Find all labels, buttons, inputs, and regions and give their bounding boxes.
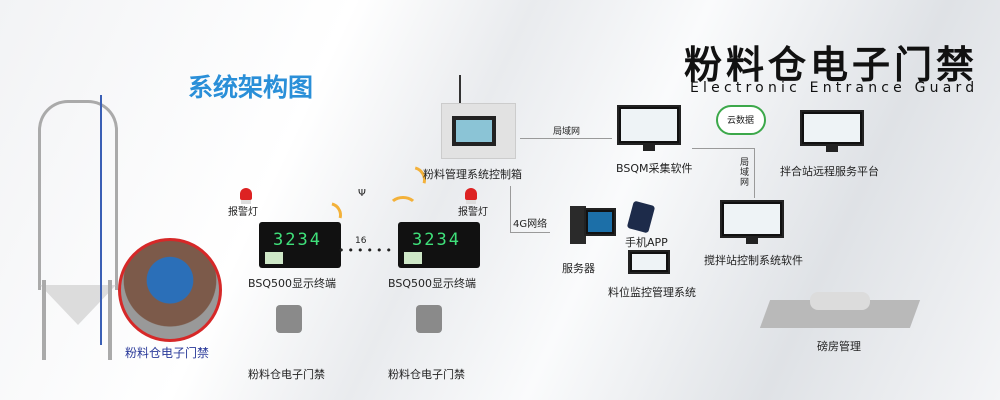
4g-link-label: 4G网络	[513, 219, 548, 230]
weighbridge-label: 磅房管理	[817, 340, 861, 353]
cloud-icon	[716, 105, 766, 135]
bsqm-monitor	[617, 105, 681, 151]
control-box-label: 粉料管理系统控制箱	[423, 168, 522, 181]
section-title: 系统架构图	[188, 73, 314, 102]
wireless-signal-icon	[388, 196, 418, 220]
alarm-light-icon	[240, 188, 252, 204]
alarm-label-1: 报警灯	[228, 207, 258, 218]
ellipsis-dots: ••••••	[338, 244, 395, 257]
antenna-icon: Ψ	[358, 188, 366, 199]
lan-vertical-label: 局域网	[740, 158, 750, 188]
display-terminal-1: 3234	[259, 222, 341, 268]
terminal-digits: 3234	[273, 230, 322, 250]
remote-platform-monitor	[800, 110, 864, 152]
terminal-count: 16	[355, 236, 367, 246]
gate-2-label: 粉料仓电子门禁	[388, 368, 465, 381]
silo-gate-label: 粉料仓电子门禁	[125, 346, 210, 360]
bsqm-label: BSQM采集软件	[616, 162, 693, 175]
page-title: 粉料仓电子门禁	[684, 43, 979, 87]
server-label: 服务器	[562, 262, 595, 275]
page-subtitle: Electronic Entrance Guard	[690, 80, 979, 96]
level-monitor-label: 料位监控管理系统	[608, 286, 696, 299]
level-monitor	[628, 250, 670, 274]
lan-link-label: 局域网	[553, 127, 581, 137]
display-terminal-2: 3234	[398, 222, 480, 268]
antenna-icon	[459, 75, 461, 103]
alarm-label-2: 报警灯	[458, 207, 488, 218]
mixing-control-label: 搅拌站控制系统软件	[704, 254, 803, 267]
cloud-label: 云数据	[727, 116, 755, 126]
gate-lock-device-1	[276, 305, 302, 333]
terminal-digits: 3234	[412, 230, 461, 250]
server-icon	[570, 206, 586, 244]
gate-1-label: 粉料仓电子门禁	[248, 368, 325, 381]
terminal-1-label: BSQ500显示终端	[248, 277, 336, 290]
remote-platform-label: 拌合站远程服务平台	[780, 165, 879, 178]
mobile-phone-icon	[626, 200, 656, 234]
mobile-app-label: 手机APP	[625, 236, 668, 249]
server-monitor-icon	[584, 208, 616, 236]
terminal-2-label: BSQ500显示终端	[388, 277, 476, 290]
gate-lock-device-2	[416, 305, 442, 333]
mixing-control-monitor	[720, 200, 784, 244]
control-box	[441, 103, 516, 159]
truck-icon	[810, 292, 870, 310]
alarm-light-icon	[465, 188, 477, 204]
silo-gate-photo	[118, 238, 222, 342]
